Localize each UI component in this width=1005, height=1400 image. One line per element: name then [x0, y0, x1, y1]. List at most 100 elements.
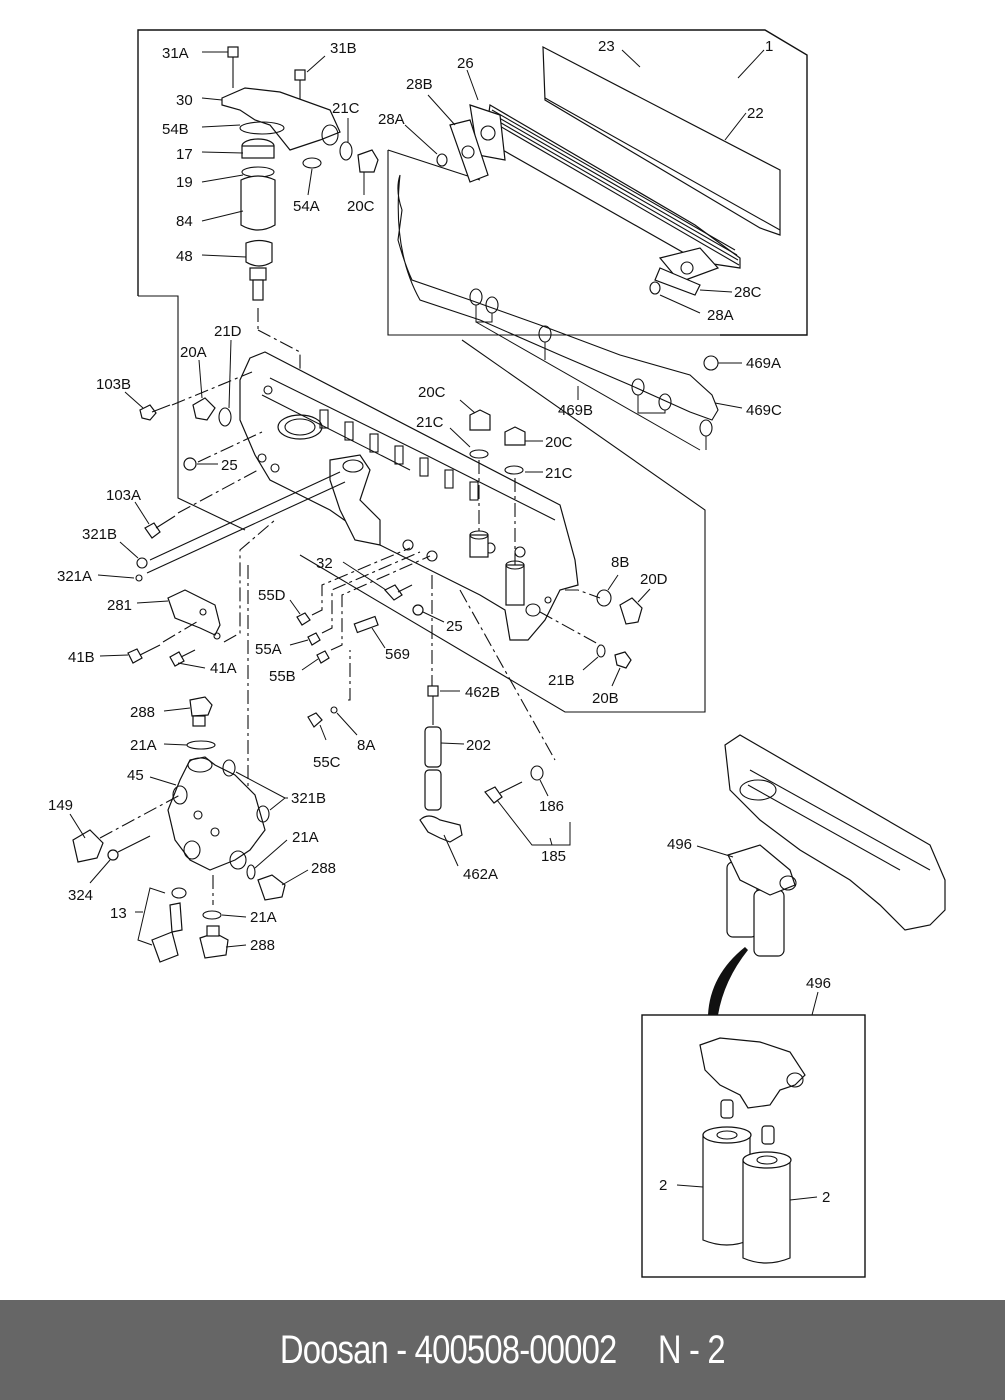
oring-21a-bot — [202, 910, 222, 920]
oring-21d — [218, 407, 232, 427]
filter-overview-2 — [753, 889, 785, 957]
footer-bar: Doosan - 400508-00002 N - 2 — [0, 1300, 1005, 1400]
clip-462b — [427, 685, 439, 697]
oring-21a-top — [186, 740, 216, 750]
oring-21b — [596, 644, 606, 658]
plug-288-top — [189, 696, 213, 717]
callout-281: 281 — [107, 597, 132, 614]
assembly-frame-outline — [137, 29, 808, 713]
callout-20c-mid1: 20C — [418, 384, 446, 401]
callout-288-bot: 288 — [250, 937, 275, 954]
callout-19: 19 — [176, 174, 193, 191]
thermostat-stack — [221, 46, 379, 420]
nut-25-mid — [412, 604, 424, 616]
gasket-28b — [449, 119, 489, 183]
plug-20c-top — [357, 149, 379, 173]
callout-32: 32 — [316, 555, 333, 572]
plug-288-bot — [199, 932, 229, 959]
center-fasteners — [296, 547, 556, 761]
callout-569: 569 — [385, 646, 410, 663]
callout-21a-bot: 21A — [250, 909, 277, 926]
callout-23: 23 — [598, 38, 615, 55]
oring-186 — [530, 765, 544, 781]
callout-28b: 28B — [406, 76, 433, 93]
callout-20c-top: 20C — [347, 198, 375, 215]
plug-288-right — [257, 874, 286, 901]
banjo-bolt-185 — [484, 786, 503, 804]
callout-496-b: 496 — [806, 975, 831, 992]
callout-84: 84 — [176, 213, 193, 230]
gasket-frame-top — [387, 149, 481, 181]
callout-469b: 469B — [558, 402, 593, 419]
callout-55b: 55B — [269, 668, 296, 685]
clip-462a — [419, 815, 463, 843]
thermostat-housing-30 — [221, 87, 341, 151]
oring-21a-right — [246, 864, 256, 880]
oring-54a — [302, 157, 322, 169]
filter-head-detail — [699, 1037, 806, 1109]
callout-462b: 462B — [465, 684, 500, 701]
callout-54a: 54A — [293, 198, 320, 215]
callout-21a-right: 21A — [292, 829, 319, 846]
bolt-31b — [294, 69, 306, 81]
left-fasteners — [127, 371, 346, 790]
thermostat-84 — [240, 175, 276, 231]
oring-21c-top — [339, 141, 353, 161]
callout-31a: 31A — [162, 45, 189, 62]
right-plugs — [469, 409, 643, 669]
left-frame-edge — [138, 295, 246, 531]
callout-469a: 469A — [746, 355, 781, 372]
oring-321b-right-2 — [256, 805, 270, 823]
washer-8a — [330, 706, 338, 714]
callout-30: 30 — [176, 92, 193, 109]
callout-31b: 31B — [330, 40, 357, 57]
callout-21c-mid1: 21C — [416, 414, 444, 431]
plug-20c-mid2 — [504, 426, 526, 446]
oring-21c-mid1 — [469, 449, 489, 459]
callout-321b-right: 321B — [291, 790, 326, 807]
callout-55a: 55A — [255, 641, 282, 658]
callout-8b: 8B — [611, 554, 629, 571]
oring-13 — [171, 887, 187, 899]
filter-cartridge-right — [742, 1159, 791, 1264]
callout-1: 1 — [765, 38, 773, 55]
oring-321b-left — [136, 557, 148, 569]
bolt-55c — [307, 712, 323, 728]
bolt-55a — [307, 632, 321, 646]
plug-20a — [192, 397, 216, 421]
callout-17: 17 — [176, 146, 193, 163]
fitting-149 — [72, 829, 104, 863]
bolt-103a — [144, 522, 161, 539]
callout-321b-left: 321B — [82, 526, 117, 543]
callout-55c: 55C — [313, 754, 341, 771]
pipe-569 — [353, 615, 379, 634]
callout-20b: 20B — [592, 690, 619, 707]
callout-labels: 31A 31B 30 54B 17 19 84 48 21C 54A 20C 2… — [48, 38, 831, 1206]
callout-103b: 103B — [96, 376, 131, 393]
leader-lines — [69, 49, 819, 1201]
callout-462a: 462A — [463, 866, 498, 883]
callout-54b: 54B — [162, 121, 189, 138]
callout-arrow — [708, 947, 748, 1015]
oring-321a — [135, 574, 143, 582]
nut-25 — [183, 457, 197, 471]
callout-21a-top: 21A — [130, 737, 157, 754]
callout-469c: 469C — [746, 402, 782, 419]
callout-45: 45 — [127, 767, 144, 784]
filter-head-block — [72, 696, 338, 963]
callout-48: 48 — [176, 248, 193, 265]
gaskets-28 — [436, 119, 701, 296]
callout-288-top: 288 — [130, 704, 155, 721]
callout-55d: 55D — [258, 587, 286, 604]
callout-21c-mid2: 21C — [545, 465, 573, 482]
bolt-324 — [107, 849, 119, 861]
callout-41a: 41A — [210, 660, 237, 677]
oring-321b-right-1 — [222, 759, 236, 777]
callout-185: 185 — [541, 848, 566, 865]
bolt-103b — [139, 404, 157, 421]
callout-41b: 41B — [68, 649, 95, 666]
pipe-202-group — [419, 685, 544, 843]
plug-20b — [614, 651, 632, 669]
oring-21c-mid2 — [504, 465, 524, 475]
callout-2-left: 2 — [659, 1177, 667, 1194]
